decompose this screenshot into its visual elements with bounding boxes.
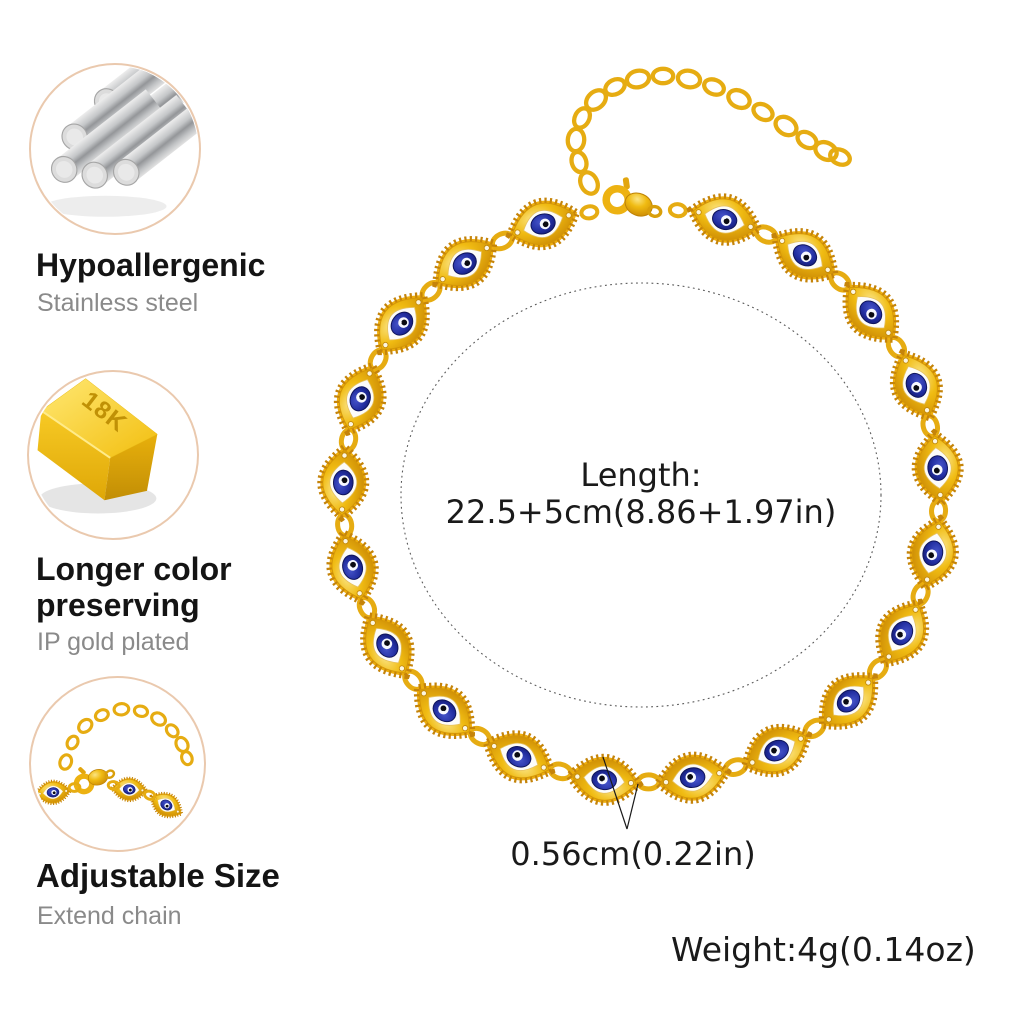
- length-annotation: Length: 22.5+5cm(8.86+1.97in): [391, 457, 891, 531]
- steel-rod: [81, 95, 193, 189]
- eye-link: [326, 528, 379, 606]
- feature-title-hypoallergenic: Hypoallergenic: [36, 247, 266, 283]
- mini-bracelet-icon: [33, 702, 194, 819]
- feature-subtitle-stainless-steel: Stainless steel: [37, 289, 199, 317]
- eye-link: [653, 751, 732, 804]
- eye-link: [432, 236, 498, 291]
- eye-link: [33, 779, 73, 805]
- eye-link: [818, 672, 879, 730]
- feature-circle-color-preserving: 18K: [27, 370, 199, 540]
- mini-extension-chain: [33, 702, 194, 819]
- length-label: Length:: [580, 456, 702, 494]
- lobster-clasp: [602, 177, 663, 218]
- eye-link: [374, 292, 430, 356]
- feature-circle-adjustable: [29, 676, 206, 852]
- eye-link: [889, 348, 943, 422]
- eye-link: [906, 514, 959, 593]
- eye-link: [317, 442, 370, 523]
- eye-chain: [317, 193, 964, 806]
- eye-link: [911, 428, 964, 508]
- eye-link: [149, 791, 184, 819]
- feature-title-adjustable-size: Adjustable Size: [36, 857, 280, 894]
- length-value: 22.5+5cm(8.86+1.97in): [445, 493, 837, 531]
- dotted-measure-ellipse: [400, 282, 882, 708]
- extension-chain: [565, 66, 852, 196]
- eye-link: [482, 730, 556, 784]
- link-size-callout-lines: [602, 756, 639, 830]
- eye-link: [842, 281, 900, 343]
- feature-subtitle-extend-chain: Extend chain: [37, 902, 182, 930]
- eye-link: [740, 723, 813, 778]
- steel-rod: [50, 89, 162, 183]
- eye-link: [360, 612, 415, 680]
- feature-title-color-preserving: Longer color preserving: [36, 551, 232, 623]
- eye-link: [413, 682, 475, 739]
- gold-bar-icon: 18K: [37, 378, 158, 514]
- eye-link: [875, 598, 930, 668]
- weight-annotation: Weight:4g(0.14oz): [671, 930, 976, 969]
- feature-subtitle-gold-plated: IP gold plated: [37, 628, 190, 656]
- lobster-clasp: [73, 767, 116, 795]
- link-size-annotation: 0.56cm(0.22in): [510, 835, 756, 873]
- eye-link: [564, 753, 644, 806]
- eye-link: [333, 361, 387, 437]
- eye-link: [505, 197, 581, 251]
- eye-link: [686, 193, 763, 246]
- eye-link: [771, 228, 839, 283]
